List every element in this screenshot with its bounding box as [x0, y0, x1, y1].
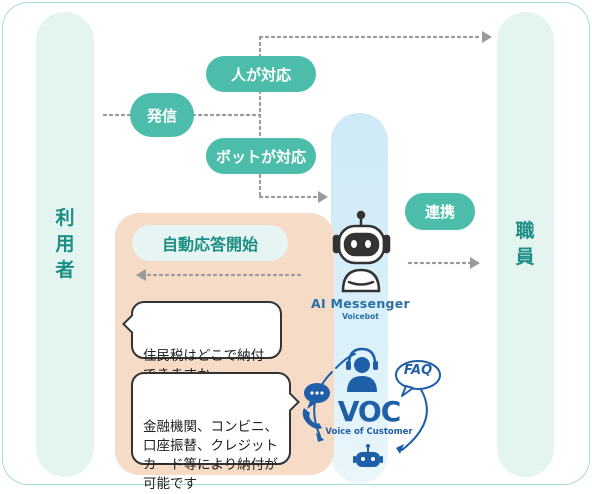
- user-lane-label: 利 用 者: [55, 207, 75, 281]
- voc-arrow-right: [401, 387, 428, 451]
- voicebot-column: [331, 113, 388, 483]
- operator-headset-icon: [346, 347, 378, 392]
- arrowhead-bot-to-staff: [470, 257, 480, 269]
- phone-icon: [302, 408, 322, 429]
- question-bubble: 住民税はどこで納付 できますか: [122, 301, 282, 383]
- chat-bubble-icon: [304, 383, 330, 409]
- bot-response-pill: ボットが対応: [206, 138, 316, 174]
- link-pill: 連携: [405, 193, 475, 230]
- send-pill: 発信: [130, 93, 194, 137]
- bot-product-name: AI Messenger: [310, 296, 411, 311]
- voc-arrowhead-left: [316, 432, 324, 442]
- arrowhead-bot-route: [318, 191, 328, 203]
- staff-lane: [497, 12, 554, 477]
- faq-bubble-icon: [395, 360, 441, 397]
- user-lane: [36, 12, 94, 477]
- voc-subtitle: Voice of Customer: [325, 427, 413, 437]
- staff-lane-label: 職 員: [515, 220, 535, 268]
- voc-arrowhead-right: [396, 444, 404, 454]
- arrowhead-human-to-staff: [482, 31, 492, 43]
- small-robot-icon: [353, 444, 383, 467]
- auto-response-start-label: 自動応答開始: [132, 225, 288, 261]
- bot-product-subtitle: Voicebot: [342, 312, 379, 321]
- answer-bubble: 金融機関、コンビニ、 口座振替、クレジット カード等により納付が 可能です: [131, 372, 300, 492]
- voc-arrow-top: [335, 353, 356, 369]
- human-response-pill: 人が対応: [206, 56, 316, 92]
- faq-label: FAQ: [403, 363, 433, 378]
- arrowhead-bot-to-user: [136, 269, 146, 281]
- voc-title: VOC: [337, 395, 402, 428]
